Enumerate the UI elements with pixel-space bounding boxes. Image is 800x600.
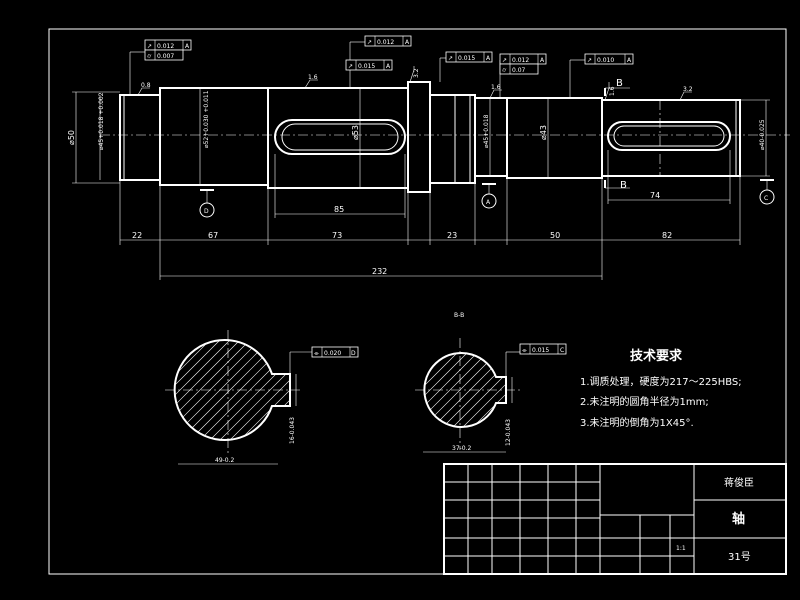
svg-text:A: A — [185, 43, 190, 50]
dim-length-4: 23 — [447, 231, 457, 240]
svg-text:A: A — [486, 55, 491, 62]
shaft-section-3 — [267, 87, 409, 189]
tolerance-t4: 0.015 — [358, 63, 375, 70]
roughness-4: 1.6 — [491, 84, 501, 91]
tolerance-t5: 0.015 — [458, 55, 475, 62]
dim-length-3: 73 — [332, 231, 342, 240]
roughness-2: 1.6 — [308, 74, 318, 81]
tolerance-t10: 0.015 — [532, 347, 549, 354]
svg-text:↗: ↗ — [448, 55, 453, 62]
roughness-3: 3.2 — [413, 68, 420, 78]
dim-dia-4: ⌀53 — [351, 125, 360, 140]
svg-text:A: A — [405, 39, 410, 46]
dim-total-length: 232 — [372, 267, 387, 276]
dim-dia-5: ⌀45+0.018 — [483, 114, 490, 148]
section-2-depth: 37-0.2 — [452, 445, 472, 452]
roughness-6: 3.2 — [683, 86, 693, 93]
section-1-depth: 49-0.2 — [215, 457, 235, 464]
dim-dia-2: ⌀45+0.018 +0.002 — [98, 92, 105, 150]
length-dimensions: 22 67 73 23 50 82 232 85 74 — [119, 150, 741, 280]
tolerance-t2: 0.007 — [157, 53, 174, 60]
svg-text:↗: ↗ — [147, 43, 152, 50]
dim-length-1: 22 — [132, 231, 142, 240]
tolerance-t6: 0.012 — [512, 57, 529, 64]
svg-text:⌭: ⌭ — [147, 53, 152, 60]
roughness-5: 1.6 — [609, 86, 616, 96]
tolerance-t3: 0.012 — [377, 39, 394, 46]
tech-title: 技术要求 — [630, 348, 683, 364]
section-2-outline — [423, 352, 507, 428]
svg-text:⌯: ⌯ — [314, 350, 319, 357]
dim-length-2: 67 — [208, 231, 218, 240]
dim-key2-length: 74 — [650, 191, 660, 200]
technical-requirements: 技术要求 1.调质处理，硬度为217～225HBS; 2.未注明的圆角半径为1m… — [580, 348, 742, 429]
dim-length-6: 82 — [662, 231, 672, 240]
tolerance-t1: 0.012 — [157, 43, 174, 50]
datum-c: C — [764, 195, 768, 202]
section-view-1: ⌯ 0.020 D 16-0.043 49-0.2 — [165, 330, 359, 465]
shaft-section-2 — [159, 87, 269, 186]
tolerance-t7: 0.07 — [512, 67, 526, 74]
section-1-width: 16-0.043 — [289, 417, 296, 444]
svg-text:D: D — [351, 350, 356, 357]
dim-dia-7: ⌀40-0.025 — [759, 119, 766, 150]
shaft-collar — [407, 81, 431, 193]
keyway-1 — [274, 119, 406, 155]
roughness-1: 0.8 — [141, 82, 151, 89]
title-block-drawing-number: 31号 — [728, 551, 751, 563]
section-view-2: ⌯ 0.015 C 12-0.043 37-0.2 — [415, 338, 567, 453]
tolerance-t9: 0.020 — [324, 350, 341, 357]
title-block-scale: 1:1 — [676, 545, 686, 552]
datum-a: A — [486, 199, 491, 206]
dim-dia-3: ⌀52+0.030 +0.011 — [203, 90, 210, 148]
datum-symbols: D A C — [199, 179, 775, 218]
svg-text:⌯: ⌯ — [522, 347, 527, 354]
svg-text:↗: ↗ — [348, 63, 353, 70]
shaft-section-5 — [474, 97, 508, 177]
section-title: B-B — [454, 312, 464, 319]
svg-text:↗: ↗ — [367, 39, 372, 46]
title-block-part-name: 轴 — [732, 511, 745, 527]
tech-line-2: 2.未注明的圆角半径为1mm; — [580, 395, 709, 408]
drawing-frame — [48, 28, 787, 575]
keyway-2 — [607, 121, 731, 151]
dim-length-5: 50 — [550, 231, 560, 240]
dim-dia-6: ⌀43 — [539, 125, 548, 140]
svg-text:A: A — [627, 57, 632, 64]
svg-text:A: A — [540, 57, 545, 64]
section-label-bottom: B — [620, 180, 627, 191]
svg-text:↗: ↗ — [587, 57, 592, 64]
svg-text:⌭: ⌭ — [502, 67, 507, 74]
tech-line-1: 1.调质处理，硬度为217～225HBS; — [580, 375, 742, 388]
svg-text:↗: ↗ — [502, 57, 507, 64]
dim-key1-length: 85 — [334, 205, 344, 214]
datum-d: D — [204, 208, 209, 215]
shaft-section-4 — [429, 94, 476, 184]
shaft-section-6 — [506, 97, 603, 179]
diameter-dimensions: ⌀50 ⌀45+0.018 +0.002 ⌀52+0.030 +0.011 ⌀5… — [67, 88, 770, 188]
section-markers: B B — [604, 78, 630, 191]
tolerance-frames: ↗ 0.012 A ⌭ 0.007 ↗ 0.012 A ↗ 0.015 A ↗ … — [129, 35, 634, 98]
section-2-width: 12-0.043 — [505, 419, 512, 446]
section-label-top: B — [616, 78, 623, 89]
tech-line-3: 3.未注明的倒角为1X45°. — [580, 416, 694, 429]
svg-text:A: A — [386, 63, 391, 70]
shaft-section-7 — [601, 99, 741, 177]
section-1-outline — [173, 339, 291, 441]
shaft-main-view — [100, 81, 790, 193]
dim-dia-1: ⌀50 — [67, 130, 76, 145]
roughness-marks: 0.8 1.6 3.2 1.6 1.6 3.2 — [137, 66, 693, 101]
title-block-designer: 蒋俊臣 — [724, 476, 754, 489]
title-block: 蒋俊臣 轴 31号 1:1 — [443, 463, 787, 575]
svg-text:C: C — [560, 347, 564, 354]
shaft-section-1 — [119, 94, 161, 181]
tolerance-t8: 0.010 — [597, 57, 614, 64]
